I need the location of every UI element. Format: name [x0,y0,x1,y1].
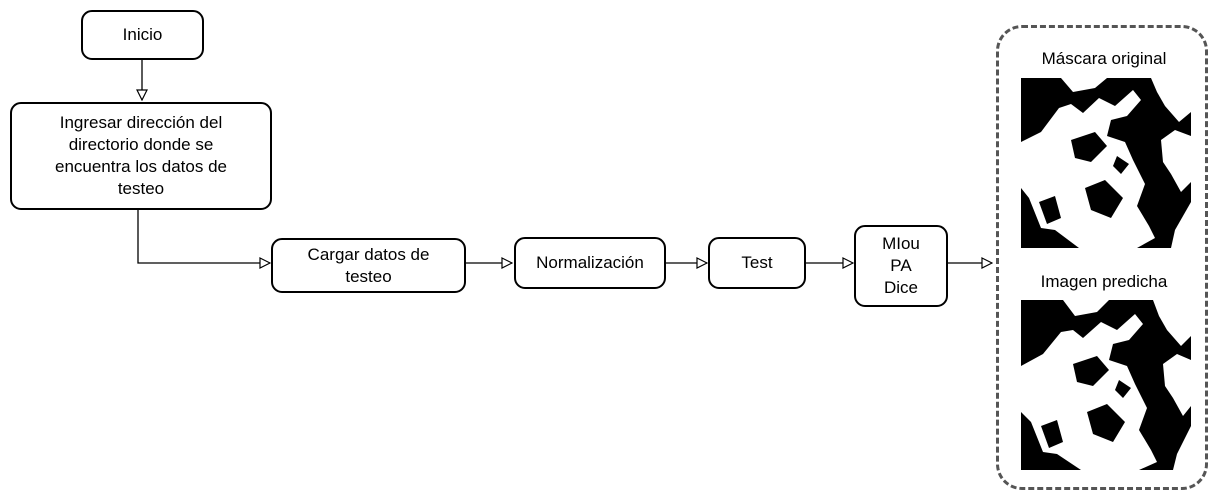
node-cargar-datos: Cargar datos de testeo [271,238,466,293]
original-mask-caption: Máscara original [1041,49,1167,68]
node-metrics: MIou PA Dice [854,225,948,307]
node-ingresar-directorio: Ingresar dirección del directorio donde … [10,102,272,210]
predicted-image [1021,300,1191,470]
node-test-label: Test [741,253,773,272]
node-normalizacion-label: Normalización [536,253,644,272]
arrow-ingresar-to-cargar [137,210,270,263]
node-test: Test [708,237,806,289]
node-metrics-label: MIou PA Dice [882,234,920,297]
original-mask-image [1021,78,1191,248]
node-inicio-label: Inicio [122,25,163,44]
node-inicio: Inicio [81,10,204,60]
node-ingresar-directorio-label: Ingresar dirección del directorio donde … [54,113,227,198]
results-panel [996,25,1208,490]
node-cargar-datos-label: Cargar datos de testeo [307,244,430,286]
node-normalizacion: Normalización [514,237,666,289]
predicted-image-caption: Imagen predicha [1040,272,1168,291]
